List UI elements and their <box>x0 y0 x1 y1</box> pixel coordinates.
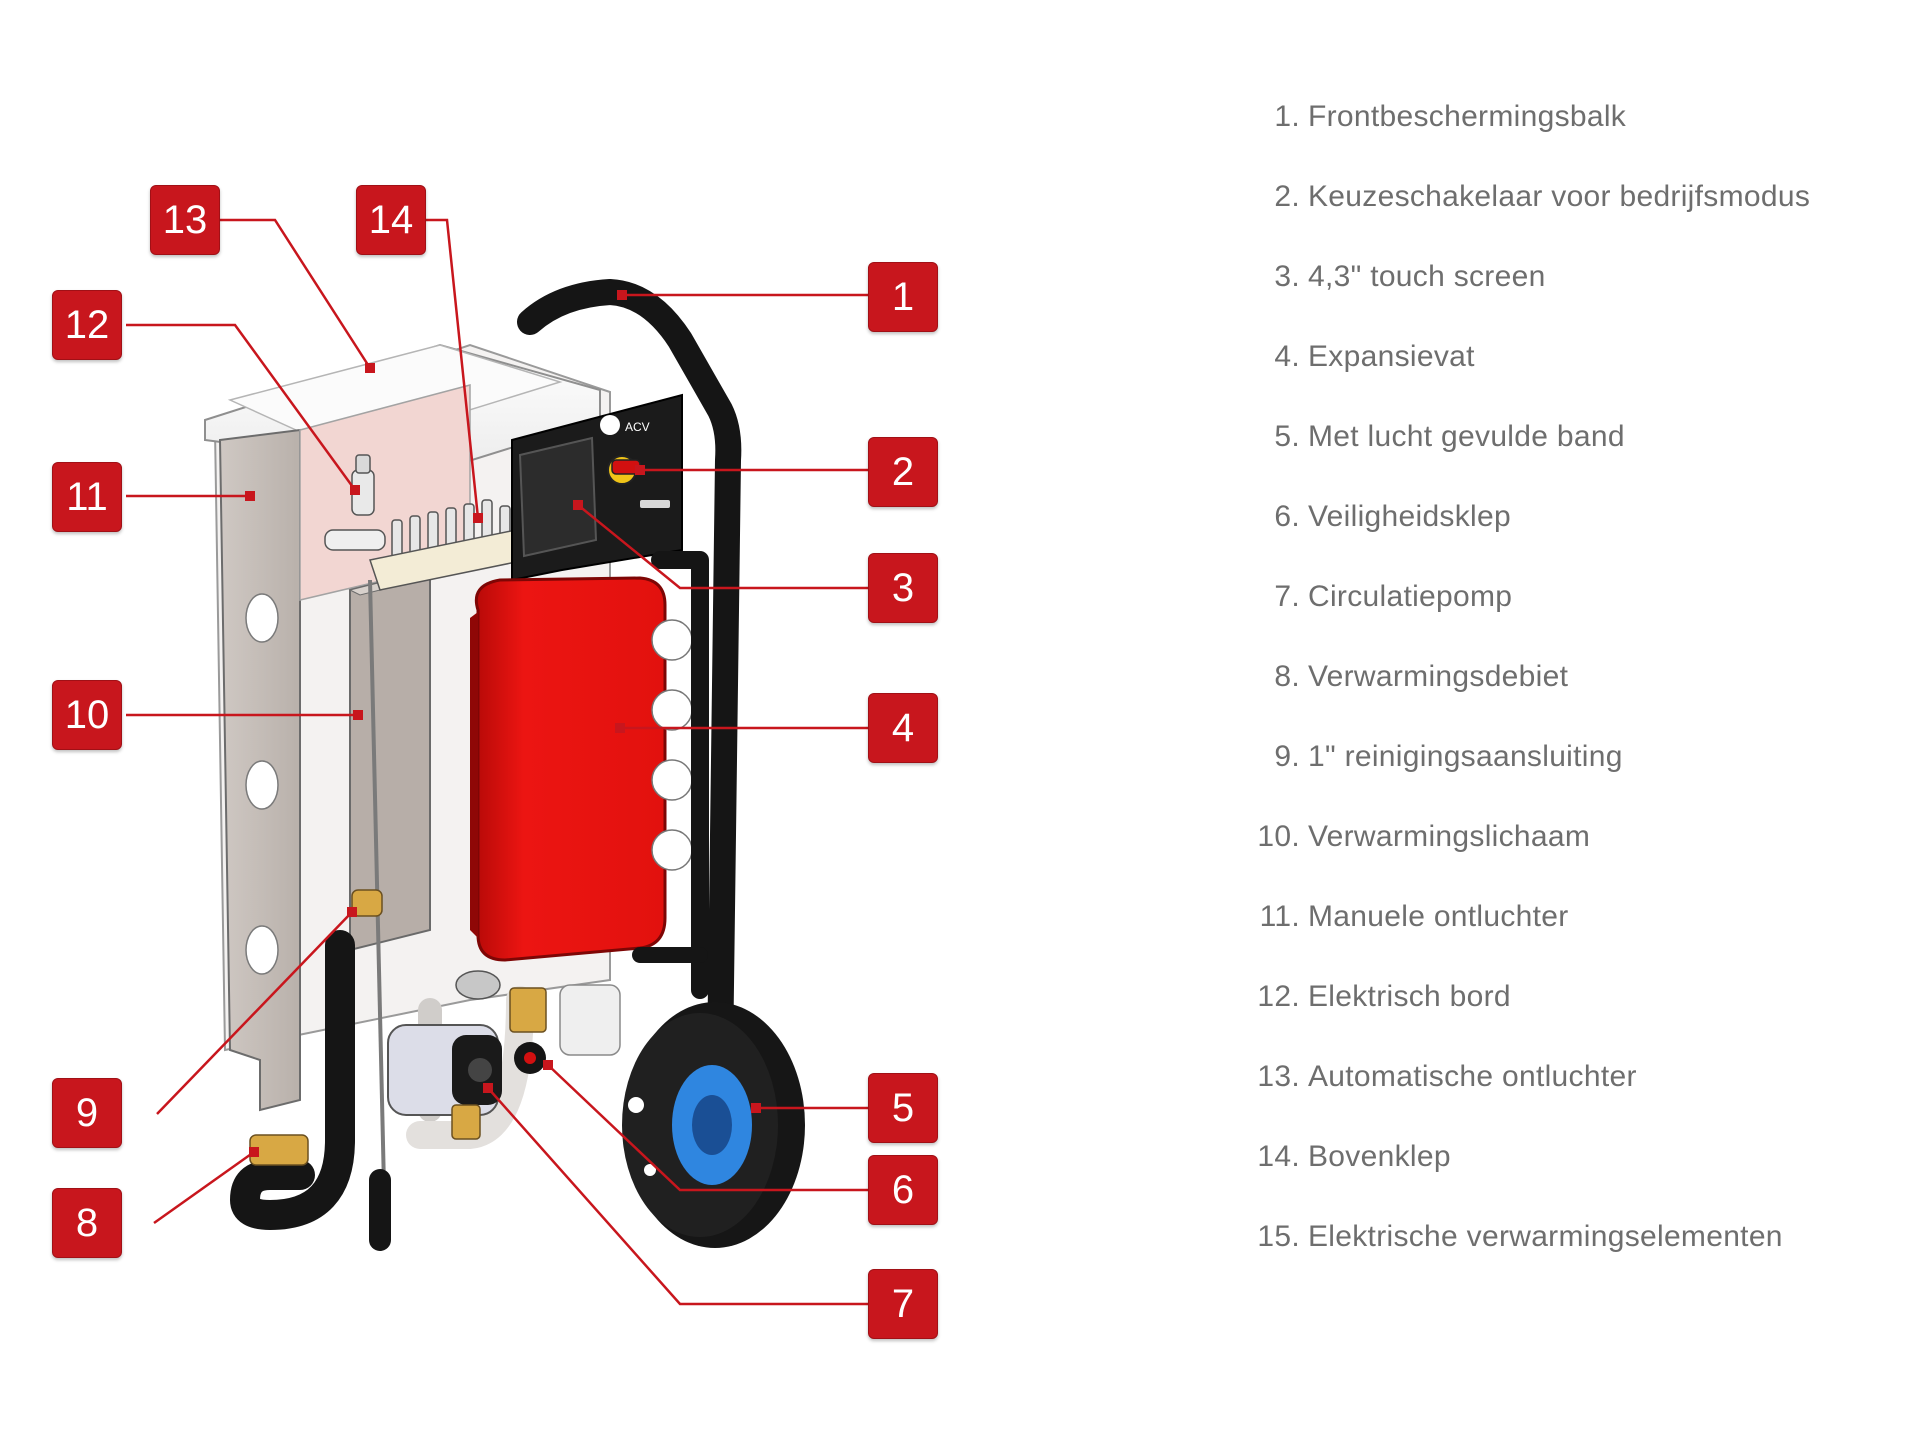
legend-label: Veiligheidsklep <box>1308 500 1511 533</box>
cleaning-connection <box>351 889 383 917</box>
legend-item: 15.Elektrische verwarmingselementen <box>1238 1220 1810 1300</box>
leader-14 <box>426 218 480 519</box>
callout-3: 3 <box>868 553 938 623</box>
legend-label: Manuele ontluchter <box>1308 900 1569 933</box>
wheel <box>622 1002 805 1248</box>
callout-10: 10 <box>52 680 122 750</box>
legend-number: 8. <box>1274 660 1300 693</box>
legend-number: 3. <box>1274 260 1300 293</box>
legend-number: 4. <box>1274 340 1300 373</box>
legend-number: 15. <box>1257 1220 1300 1253</box>
air-vent <box>324 454 386 551</box>
callout-8: 8 <box>52 1188 122 1258</box>
legend-item: 10.Verwarmingslichaam <box>1238 820 1810 900</box>
legend-label: Expansievat <box>1308 340 1475 373</box>
legend-label: 4,3" touch screen <box>1308 260 1546 293</box>
callout-5: 5 <box>868 1073 938 1143</box>
callout-11: 11 <box>52 462 122 532</box>
leader-13 <box>220 218 372 369</box>
leader-6 <box>547 1064 873 1192</box>
heating-elements <box>369 499 551 591</box>
legend-label: 1" reinigingsaansluiting <box>1308 740 1623 773</box>
control-panel: ACV <box>511 393 683 582</box>
legend-item: 12.Elektrisch bord <box>1238 980 1810 1060</box>
leader-endpoints <box>245 290 761 1157</box>
legend-number: 12. <box>1257 980 1300 1013</box>
legend-label: Elektrische verwarmingselementen <box>1308 1220 1783 1253</box>
leader-3 <box>577 504 873 590</box>
legend-item: 6.Veiligheidsklep <box>1238 500 1810 580</box>
callout-4: 4 <box>868 693 938 763</box>
legend-label: Automatische ontluchter <box>1308 1060 1637 1093</box>
panel-brand: ACV <box>625 420 650 434</box>
legend-label: Circulatiepomp <box>1308 580 1513 613</box>
legend-number: 13. <box>1257 1060 1300 1093</box>
legend-item: 9.1" reinigingsaansluiting <box>1238 740 1810 820</box>
legend-item: 13.Automatische ontluchter <box>1238 1060 1810 1140</box>
legend-label: Verwarmingslichaam <box>1308 820 1591 853</box>
legend-number: 6. <box>1274 500 1300 533</box>
legend-item: 11.Manuele ontluchter <box>1238 900 1810 980</box>
circulation-pump <box>387 1024 502 1116</box>
callout-12: 12 <box>52 290 122 360</box>
parts-legend: 1.Frontbeschermingsbalk 2.Keuzeschakelaa… <box>1238 100 1810 1300</box>
legend-number: 2. <box>1274 180 1300 213</box>
callout-9: 9 <box>52 1078 122 1148</box>
legend-item: 8.Verwarmingsdebiet <box>1238 660 1810 740</box>
legend-number: 7. <box>1274 580 1300 613</box>
legend-item: 1.Frontbeschermingsbalk <box>1238 100 1810 180</box>
leader-7 <box>487 1087 873 1306</box>
legend-label: Frontbeschermingsbalk <box>1308 100 1627 133</box>
callout-2: 2 <box>868 437 938 507</box>
legend-number: 14. <box>1257 1140 1300 1173</box>
callout-7: 7 <box>868 1269 938 1339</box>
callout-13: 13 <box>150 185 220 255</box>
leader-8 <box>153 1150 255 1225</box>
legend-label: Bovenklep <box>1308 1140 1451 1173</box>
callout-6: 6 <box>868 1155 938 1225</box>
legend-item: 3.4,3" touch screen <box>1238 260 1810 340</box>
legend-label: Keuzeschakelaar voor bedrijfsmodus <box>1308 180 1811 213</box>
callout-1: 1 <box>868 262 938 332</box>
legend-number: 9. <box>1274 740 1300 773</box>
legend-item: 2.Keuzeschakelaar voor bedrijfsmodus <box>1238 180 1810 260</box>
legend-item: 5.Met lucht gevulde band <box>1238 420 1810 500</box>
leader-lines <box>126 218 873 1306</box>
legend-number: 11. <box>1259 900 1300 933</box>
legend-item: 14.Bovenklep <box>1238 1140 1810 1220</box>
legend-label: Verwarmingsdebiet <box>1308 660 1569 693</box>
leader-12 <box>126 323 357 491</box>
legend-label: Met lucht gevulde band <box>1308 420 1625 453</box>
piping <box>229 889 621 1251</box>
legend-item: 7.Circulatiepomp <box>1238 580 1810 660</box>
legend-item: 4.Expansievat <box>1238 340 1810 420</box>
trolley-frame <box>517 279 742 1073</box>
legend-number: 5. <box>1274 420 1300 453</box>
expansion-tank <box>470 576 693 962</box>
leader-9 <box>156 911 353 1115</box>
touch-screen <box>518 436 598 558</box>
callout-14: 14 <box>356 185 426 255</box>
legend-label: Elektrisch bord <box>1308 980 1511 1013</box>
legend-number: 10. <box>1257 820 1300 853</box>
legend-number: 1. <box>1274 100 1300 133</box>
